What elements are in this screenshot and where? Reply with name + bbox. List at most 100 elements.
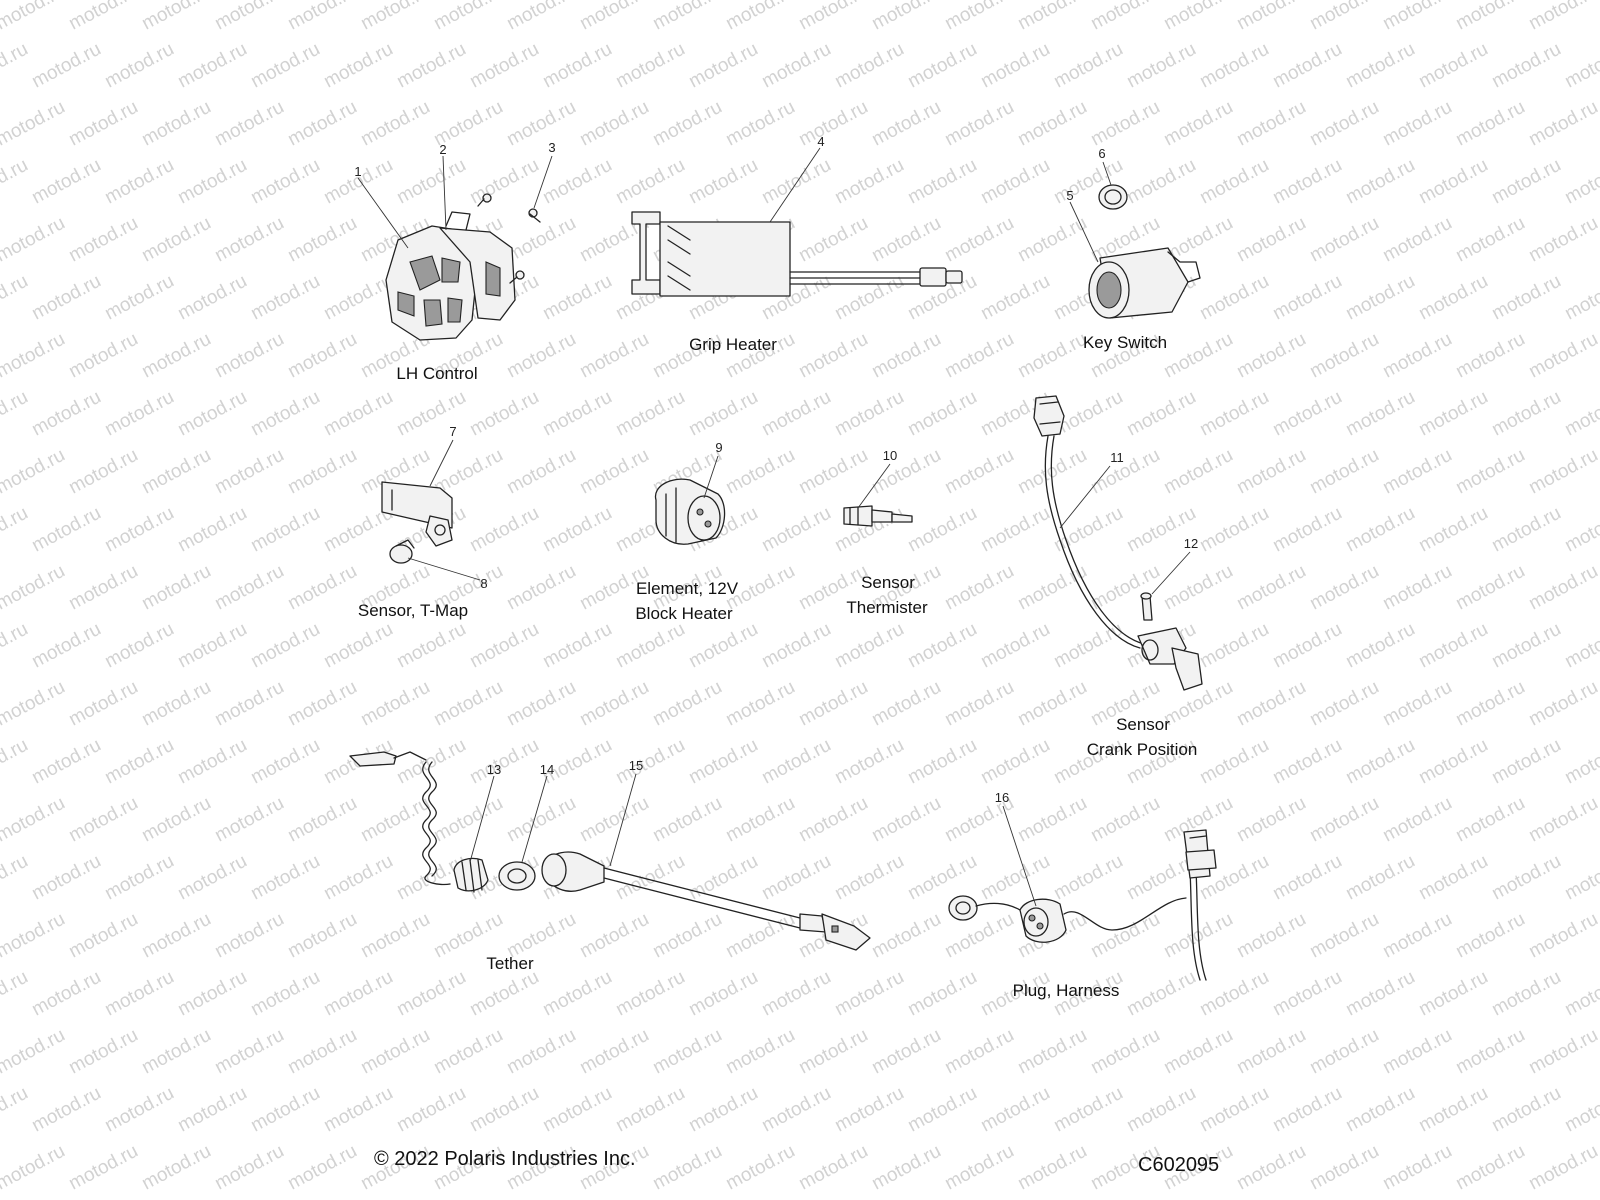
watermark-text: motod.ru <box>1488 1083 1564 1137</box>
callout-10: 10 <box>883 448 897 463</box>
watermark-text: motod.ru <box>722 1025 798 1079</box>
watermark-text: motod.ru <box>1196 735 1272 789</box>
watermark-text: motod.ru <box>795 1141 871 1195</box>
watermark-text: motod.ru <box>1561 155 1600 209</box>
watermark-text: motod.ru <box>1561 735 1600 789</box>
watermark-text: motod.ru <box>1306 0 1382 34</box>
watermark-text: motod.ru <box>831 387 907 441</box>
watermark-text: motod.ru <box>1488 271 1564 325</box>
watermark-text: motod.ru <box>1306 97 1382 151</box>
watermark-text: motod.ru <box>174 851 250 905</box>
watermark-text: motod.ru <box>0 967 32 1021</box>
watermark-text: motod.ru <box>0 909 69 963</box>
watermark-text: motod.ru <box>1379 329 1455 383</box>
watermark-text: motod.ru <box>0 851 32 905</box>
watermark-text: motod.ru <box>247 1083 323 1137</box>
watermark-text: motod.ru <box>0 213 69 267</box>
callout-6: 6 <box>1098 146 1105 161</box>
watermark-text: motod.ru <box>831 155 907 209</box>
watermark-text: motod.ru <box>539 271 615 325</box>
watermark-text: motod.ru <box>466 735 542 789</box>
thermister-illustration <box>843 505 913 527</box>
watermark-text: motod.ru <box>831 271 907 325</box>
watermark-text: motod.ru <box>1050 851 1126 905</box>
watermark-text: motod.ru <box>466 155 542 209</box>
watermark-text: motod.ru <box>941 329 1017 383</box>
watermark-text: motod.ru <box>247 735 323 789</box>
watermark-text: motod.ru <box>247 387 323 441</box>
watermark-text: motod.ru <box>1561 503 1600 557</box>
watermark-text: motod.ru <box>868 677 944 731</box>
watermark-text: motod.ru <box>649 677 725 731</box>
label-lh-control: LH Control <box>396 364 477 383</box>
watermark-text: motod.ru <box>904 619 980 673</box>
watermark-text: motod.ru <box>868 97 944 151</box>
watermark-text: motod.ru <box>1233 909 1309 963</box>
watermark-text: motod.ru <box>0 155 32 209</box>
watermark-text: motod.ru <box>1452 1141 1528 1195</box>
watermark-text: motod.ru <box>174 735 250 789</box>
watermark-text: motod.ru <box>65 793 141 847</box>
watermark-text: motod.ru <box>1525 0 1600 34</box>
watermark-text: motod.ru <box>1488 387 1564 441</box>
watermark-text: motod.ru <box>795 445 871 499</box>
callout-7: 7 <box>449 424 456 439</box>
watermark-text: motod.ru <box>1379 445 1455 499</box>
watermark-text: motod.ru <box>539 503 615 557</box>
watermark-text: motod.ru <box>941 1025 1017 1079</box>
watermark-text: motod.ru <box>101 503 177 557</box>
watermark-text: motod.ru <box>685 387 761 441</box>
watermark-text: motod.ru <box>1087 561 1163 615</box>
label-crank-line2: Crank Position <box>1087 740 1198 759</box>
watermark-text: motod.ru <box>1269 967 1345 1021</box>
grip-heater-illustration <box>631 211 963 297</box>
watermark-text: motod.ru <box>758 1083 834 1137</box>
watermark-text: motod.ru <box>868 1025 944 1079</box>
watermark-text: motod.ru <box>393 387 469 441</box>
label-plug-harness: Plug, Harness <box>1013 981 1120 1000</box>
watermark-text: motod.ru <box>320 39 396 93</box>
watermark-text: motod.ru <box>868 0 944 34</box>
watermark-text: motod.ru <box>101 155 177 209</box>
watermark-text: motod.ru <box>1269 503 1345 557</box>
watermark-text: motod.ru <box>1488 967 1564 1021</box>
watermark-text: motod.ru <box>1123 39 1199 93</box>
watermark-text: motod.ru <box>284 793 360 847</box>
watermark-text: motod.ru <box>393 1083 469 1137</box>
callout-4: 4 <box>817 134 824 149</box>
watermark-text: motod.ru <box>357 677 433 731</box>
watermark-text: motod.ru <box>320 387 396 441</box>
watermark-text: motod.ru <box>211 97 287 151</box>
callout-5: 5 <box>1066 188 1073 203</box>
watermark-text: motod.ru <box>1488 39 1564 93</box>
watermark-text: motod.ru <box>539 155 615 209</box>
watermark-text: motod.ru <box>138 0 214 34</box>
watermark-text: motod.ru <box>1452 0 1528 34</box>
watermark-text: motod.ru <box>1488 851 1564 905</box>
watermark-text: motod.ru <box>0 677 69 731</box>
watermark-text: motod.ru <box>977 39 1053 93</box>
watermark-text: motod.ru <box>28 851 104 905</box>
watermark-text: motod.ru <box>977 155 1053 209</box>
watermark-text: motod.ru <box>174 39 250 93</box>
watermark-text: motod.ru <box>722 1141 798 1195</box>
watermark-text: motod.ru <box>1342 1083 1418 1137</box>
watermark-text: motod.ru <box>1488 155 1564 209</box>
watermark-text: motod.ru <box>758 967 834 1021</box>
watermark-text: motod.ru <box>320 271 396 325</box>
watermark-text: motod.ru <box>284 1025 360 1079</box>
watermark-text: motod.ru <box>1269 387 1345 441</box>
watermark-text: motod.ru <box>65 909 141 963</box>
watermark-text: motod.ru <box>1525 213 1600 267</box>
watermark-text: motod.ru <box>1233 677 1309 731</box>
watermark-text: motod.ru <box>539 619 615 673</box>
watermark-text: motod.ru <box>1488 503 1564 557</box>
watermark-text: motod.ru <box>1123 387 1199 441</box>
callout-8: 8 <box>480 576 487 591</box>
watermark-text: motod.ru <box>612 735 688 789</box>
watermark-text: motod.ru <box>393 967 469 1021</box>
watermark-text: motod.ru <box>0 445 69 499</box>
watermark-text: motod.ru <box>1342 967 1418 1021</box>
tether-illustration <box>349 751 871 951</box>
label-grip-heater: Grip Heater <box>689 335 777 354</box>
